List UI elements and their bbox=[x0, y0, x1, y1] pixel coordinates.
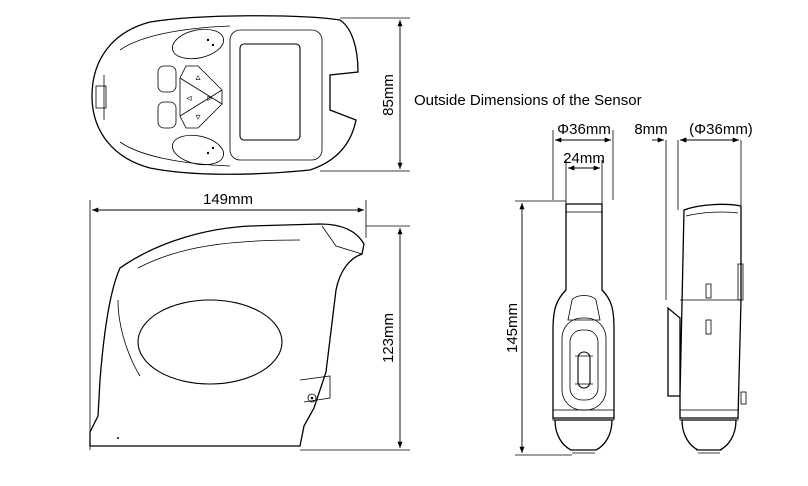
device-top-view: ▵ ▿ ◃ ▹ 85mm bbox=[91, 15, 410, 175]
side-grip-oval bbox=[137, 299, 283, 385]
sensor-side-view: 8mm (Φ36mm) bbox=[634, 121, 753, 454]
arrow-left-icon: ◃ bbox=[186, 93, 191, 104]
upper-oval-button bbox=[172, 28, 224, 60]
dimension-149mm-label: 149mm bbox=[203, 191, 253, 208]
arrow-up-icon: ▵ bbox=[195, 72, 200, 83]
device-side-view: 149mm 123mm bbox=[89, 191, 410, 451]
dimension-paren-phi36mm-label: (Φ36mm) bbox=[689, 121, 753, 138]
dimension-123mm-label: 123mm bbox=[380, 313, 397, 363]
dimension-24mm-label: 24mm bbox=[563, 150, 605, 167]
screen-bezel bbox=[229, 29, 323, 161]
display-screen bbox=[239, 43, 301, 141]
direction-pad: ▵ ▿ ◃ ▹ bbox=[179, 65, 223, 129]
dimension-85mm-label: 85mm bbox=[380, 74, 397, 116]
dimension-145mm-label: 145mm bbox=[504, 303, 521, 353]
sensor-front-view: Φ36mm 24mm 145mm bbox=[504, 121, 615, 456]
dimension-phi36mm-label: Φ36mm bbox=[557, 121, 611, 138]
side-button-upper bbox=[157, 65, 177, 93]
side-button-lower bbox=[157, 101, 177, 129]
page-title: Outside Dimensions of the Sensor bbox=[414, 92, 642, 109]
lower-oval-button bbox=[172, 134, 224, 166]
arrow-down-icon: ▿ bbox=[195, 112, 200, 123]
arrow-right-icon: ▹ bbox=[207, 93, 212, 104]
dimension-8mm-label: 8mm bbox=[634, 121, 667, 138]
